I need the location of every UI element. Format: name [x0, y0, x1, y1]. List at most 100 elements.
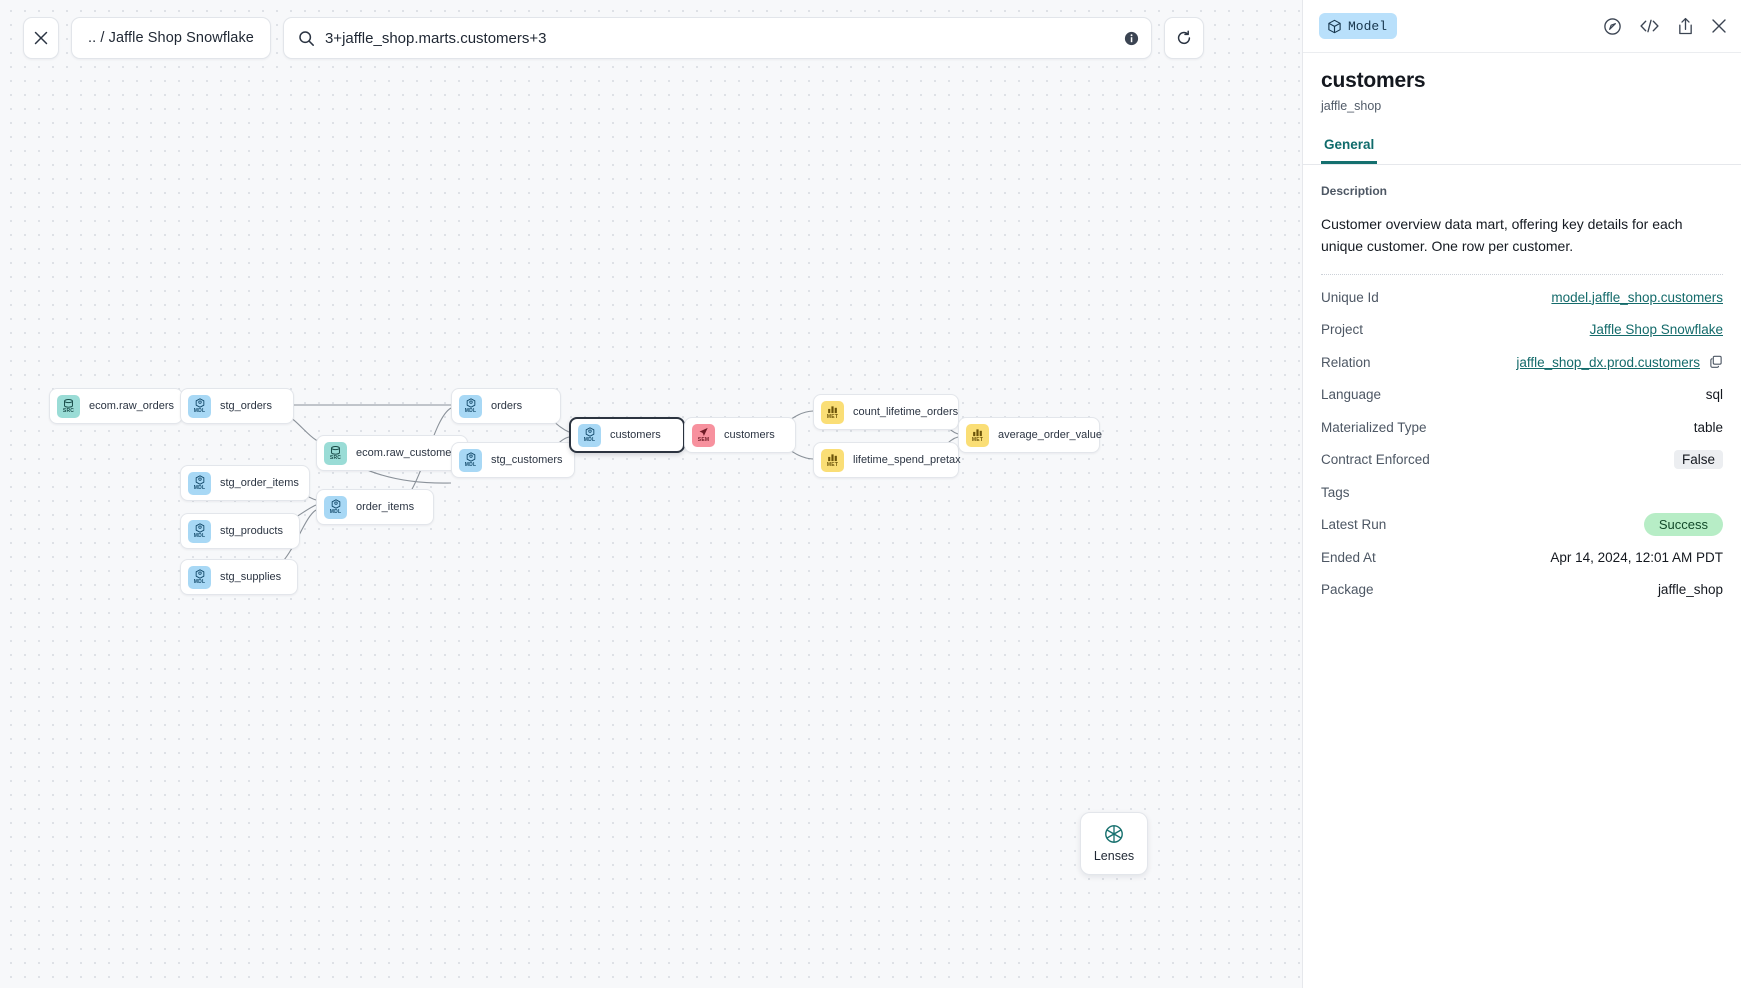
- graph-node-label: stg_order_items: [220, 477, 299, 489]
- description-text: Customer overview data mart, offering ke…: [1321, 216, 1683, 255]
- detail-value-wrap: model.jaffle_shop.customers: [1551, 290, 1723, 305]
- detail-value-wrap: Apr 14, 2024, 12:01 AM PDT: [1550, 550, 1723, 565]
- mdl-badge-icon: MDL: [188, 471, 211, 495]
- graph-node-ecom-raw-customers[interactable]: SRC ecom.raw_customers: [316, 435, 468, 471]
- detail-row: Tags: [1321, 476, 1723, 509]
- info-icon[interactable]: [1124, 31, 1139, 46]
- detail-key: Relation: [1321, 354, 1371, 370]
- resource-type-badge[interactable]: Model: [1319, 13, 1398, 39]
- detail-key: Language: [1321, 387, 1382, 403]
- graph-node-customers[interactable]: SEM customers: [684, 417, 796, 453]
- panel-header: Model: [1303, 0, 1741, 53]
- divider: [1321, 273, 1723, 275]
- detail-key: Project: [1321, 322, 1364, 338]
- canvas-toolbar: .. / Jaffle Shop Snowflake 3+jaffle_shop…: [23, 17, 1204, 59]
- cube-icon: [1327, 19, 1342, 34]
- code-icon[interactable]: [1639, 18, 1660, 34]
- status-badge: Success: [1643, 513, 1723, 537]
- description-label: Description: [1321, 184, 1388, 198]
- detail-value-wrap: sql: [1706, 387, 1723, 402]
- graph-node-lifetime-spend-pretax[interactable]: MET lifetime_spend_pretax: [813, 442, 961, 478]
- detail-row: Package jaffle_shop: [1321, 573, 1723, 606]
- share-icon[interactable]: [1677, 17, 1694, 36]
- mdl-badge-icon: MDL: [324, 495, 347, 519]
- detail-value: jaffle_shop: [1657, 582, 1723, 598]
- graph-node-stg-customers[interactable]: MDL stg_customers: [451, 442, 575, 478]
- detail-key: Materialized Type: [1321, 419, 1427, 435]
- mdl-badge-icon: MDL: [188, 519, 211, 543]
- detail-row: Relation jaffle_shop_dx.prod.customers: [1321, 346, 1723, 379]
- refresh-button[interactable]: [1163, 17, 1204, 59]
- graph-node-label: customers: [610, 429, 661, 441]
- detail-value: False: [1673, 450, 1723, 470]
- mdl-badge-icon: MDL: [459, 448, 482, 472]
- breadcrumb[interactable]: .. / Jaffle Shop Snowflake: [71, 17, 271, 59]
- graph-node-label: customers: [724, 429, 775, 441]
- resource-type-label: Model: [1348, 18, 1388, 34]
- mdl-badge-icon: MDL: [578, 423, 601, 447]
- detail-value[interactable]: model.jaffle_shop.customers: [1551, 289, 1723, 305]
- close-lineage-button[interactable]: [23, 17, 59, 59]
- detail-row: Project Jaffle Shop Snowflake: [1321, 313, 1723, 346]
- detail-value[interactable]: jaffle_shop_dx.prod.customers: [1516, 354, 1700, 370]
- mdl-badge-icon: MDL: [188, 394, 211, 418]
- detail-value: Apr 14, 2024, 12:01 AM PDT: [1550, 549, 1723, 565]
- detail-value[interactable]: Jaffle Shop Snowflake: [1589, 322, 1723, 338]
- panel-header-actions: [1603, 17, 1727, 36]
- met-badge-icon: MET: [821, 448, 844, 472]
- graph-node-label: average_order_value: [998, 429, 1102, 441]
- graph-node-label: stg_supplies: [220, 571, 282, 583]
- detail-row: Latest Run Success: [1321, 508, 1723, 541]
- search-input[interactable]: 3+jaffle_shop.marts.customers+3: [282, 17, 1152, 59]
- copy-icon[interactable]: [1709, 355, 1723, 369]
- sem-badge-icon: SEM: [692, 423, 715, 447]
- detail-row: Materialized Type table: [1321, 411, 1723, 444]
- lineage-canvas[interactable]: .. / Jaffle Shop Snowflake 3+jaffle_shop…: [0, 0, 1302, 988]
- page-title: customers: [1321, 69, 1426, 92]
- graph-node-order-items[interactable]: MDL order_items: [316, 489, 434, 525]
- compass-icon[interactable]: [1603, 17, 1622, 36]
- graph-node-customers[interactable]: MDL customers: [569, 417, 685, 453]
- detail-key: Latest Run: [1321, 517, 1387, 533]
- graph-node-label: ecom.raw_orders: [89, 400, 174, 412]
- met-badge-icon: MET: [966, 423, 989, 447]
- graph-node-count-lifetime-orders[interactable]: MET count_lifetime_orders: [813, 394, 959, 430]
- detail-key: Tags: [1321, 484, 1350, 500]
- graph-node-label: count_lifetime_orders: [853, 406, 959, 418]
- graph-node-label: stg_orders: [220, 400, 272, 412]
- breadcrumb-label: .. / Jaffle Shop Snowflake: [88, 30, 254, 46]
- graph-node-stg-order-items[interactable]: MDL stg_order_items: [180, 465, 310, 501]
- detail-row: Unique Id model.jaffle_shop.customers: [1321, 281, 1723, 314]
- src-badge-icon: SRC: [324, 441, 347, 465]
- graph-node-stg-orders[interactable]: MDL stg_orders: [180, 388, 294, 424]
- mdl-badge-icon: MDL: [459, 394, 482, 418]
- search-value: 3+jaffle_shop.marts.customers+3: [324, 29, 547, 47]
- detail-key: Package: [1321, 582, 1374, 598]
- detail-key: Contract Enforced: [1321, 452, 1430, 468]
- detail-value-wrap: Success: [1643, 513, 1723, 537]
- graph-node-label: lifetime_spend_pretax: [853, 454, 961, 466]
- graph-node-average-order-value[interactable]: MET average_order_value: [958, 417, 1102, 453]
- lenses-label: Lenses: [1093, 849, 1135, 863]
- tab-general[interactable]: General: [1321, 132, 1378, 164]
- detail-row: Language sql: [1321, 378, 1723, 411]
- reload-icon: [1176, 30, 1192, 46]
- panel-body: Description Customer overview data mart,…: [1303, 165, 1741, 606]
- close-icon[interactable]: [1711, 18, 1727, 34]
- met-badge-icon: MET: [821, 400, 844, 424]
- graph-node-label: order_items: [356, 501, 415, 513]
- detail-row: Contract Enforced False: [1321, 443, 1723, 476]
- lenses-button[interactable]: Lenses: [1080, 812, 1148, 875]
- graph-node-label: stg_customers: [491, 454, 563, 466]
- graph-node-label: ecom.raw_customers: [356, 447, 461, 459]
- detail-value: table: [1693, 419, 1723, 435]
- panel-subtitle: jaffle_shop: [1321, 99, 1382, 113]
- detail-value-wrap: jaffle_shop: [1658, 582, 1723, 597]
- detail-key: Unique Id: [1321, 289, 1379, 305]
